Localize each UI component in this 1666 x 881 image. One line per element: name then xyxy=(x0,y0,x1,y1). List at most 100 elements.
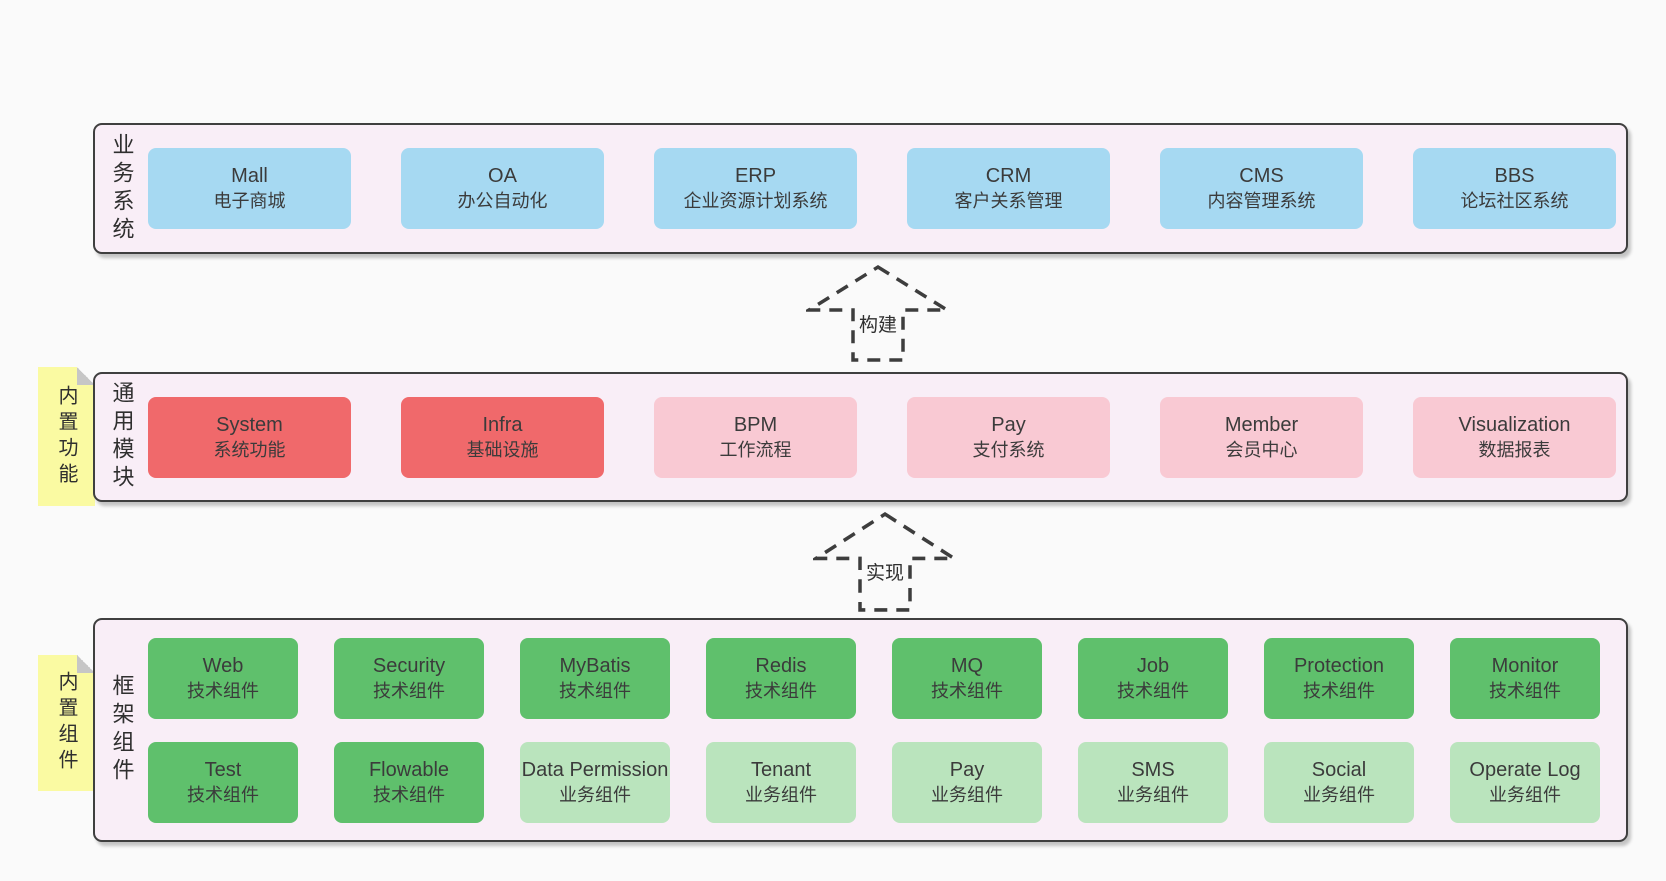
box-title: Infra xyxy=(482,413,523,436)
component-box-oa: OA 办公自动化 xyxy=(401,148,604,229)
box-subtitle: 系统功能 xyxy=(213,439,286,460)
component-box-job: Job 技术组件 xyxy=(1078,637,1228,719)
component-box-pay: Pay 业务组件 xyxy=(892,741,1042,823)
box-title: System xyxy=(216,413,283,436)
box-title: ERP xyxy=(734,165,777,187)
box-subtitle: 数据报表 xyxy=(1478,439,1551,460)
box-subtitle: 业务组件 xyxy=(745,784,817,805)
arrow-build-label: 构建 xyxy=(855,309,901,337)
sticky-note-builtin-components: 内置组件 xyxy=(38,655,95,791)
box-subtitle: 业务组件 xyxy=(931,784,1003,805)
component-box-web: Web 技术组件 xyxy=(148,637,298,719)
box-title: BPM xyxy=(733,413,778,436)
component-box-system: System 系统功能 xyxy=(148,396,351,478)
component-box-erp: ERP 企业资源计划系统 xyxy=(654,148,857,229)
arrow-implement-label: 实现 xyxy=(862,557,908,585)
sticky-note-text: 内置功能 xyxy=(55,384,77,489)
box-subtitle: 技术组件 xyxy=(373,784,445,805)
box-title: Test xyxy=(204,758,242,781)
box-title: Redis xyxy=(755,654,807,677)
box-subtitle: 技术组件 xyxy=(931,680,1003,701)
box-subtitle: 技术组件 xyxy=(559,680,631,701)
box-title: Monitor xyxy=(1491,654,1559,677)
box-title: Member xyxy=(1224,413,1299,436)
box-subtitle: 业务组件 xyxy=(1117,784,1189,805)
box-title: Pay xyxy=(949,758,985,781)
arrow-implement: 实现 xyxy=(813,511,957,613)
sticky-note-text: 内置组件 xyxy=(55,671,77,775)
box-row: System 系统功能 Infra 基础设施 BPM 工作流程 Pay 支付系统 Member 会… xyxy=(148,396,1616,478)
component-box-member: Member 会员中心 xyxy=(1160,396,1363,478)
component-box-test: Test 技术组件 xyxy=(148,741,298,823)
box-title: Security xyxy=(372,654,446,677)
box-title: SMS xyxy=(1131,758,1175,781)
box-title: Job xyxy=(1136,654,1170,677)
box-subtitle: 技术组件 xyxy=(187,680,259,701)
box-subtitle: 论坛社区系统 xyxy=(1460,191,1569,211)
box-subtitle: 客户关系管理 xyxy=(954,191,1063,211)
component-box-infra: Infra 基础设施 xyxy=(401,396,604,478)
component-box-social: Social 业务组件 xyxy=(1264,741,1414,823)
box-subtitle: 办公自动化 xyxy=(457,191,548,211)
box-title: Operate Log xyxy=(1469,758,1581,781)
box-subtitle: 企业资源计划系统 xyxy=(683,191,828,211)
component-box-mq: MQ 技术组件 xyxy=(892,637,1042,719)
layer-label-business: 业务系统 xyxy=(95,125,148,252)
box-title: MyBatis xyxy=(559,654,631,677)
layer-label-components: 框架组件 xyxy=(95,620,148,840)
box-subtitle: 技术组件 xyxy=(1303,680,1375,701)
layer-common-modules: 通用模块 System 系统功能 Infra 基础设施 BPM 工作流程 Pay 支付系统 Me… xyxy=(93,372,1628,502)
box-subtitle: 内容管理系统 xyxy=(1207,191,1316,211)
component-box-redis: Redis 技术组件 xyxy=(706,637,856,719)
component-box-sms: SMS 业务组件 xyxy=(1078,741,1228,823)
component-box-bpm: BPM 工作流程 xyxy=(654,396,857,478)
box-subtitle: 电子商城 xyxy=(213,191,286,211)
component-box-mall: Mall 电子商城 xyxy=(148,148,351,229)
arrow-build: 构建 xyxy=(806,264,950,363)
box-title: Flowable xyxy=(368,758,450,781)
box-title: Data Permission xyxy=(521,758,669,781)
box-title: BBS xyxy=(1494,165,1535,187)
box-subtitle: 技术组件 xyxy=(1489,680,1561,701)
box-subtitle: 技术组件 xyxy=(373,680,445,701)
box-subtitle: 技术组件 xyxy=(187,784,259,805)
component-box-mybatis: MyBatis 技术组件 xyxy=(520,637,670,719)
box-title: Visualization xyxy=(1458,413,1571,436)
box-subtitle: 技术组件 xyxy=(745,680,817,701)
box-subtitle: 工作流程 xyxy=(719,439,792,460)
sticky-note-builtin-functions: 内置功能 xyxy=(38,367,95,506)
box-subtitle: 业务组件 xyxy=(1489,784,1561,805)
box-title: CMS xyxy=(1239,165,1284,187)
component-box-visualization: Visualization 数据报表 xyxy=(1413,396,1616,478)
box-title: Social xyxy=(1311,758,1367,781)
component-box-cms: CMS 内容管理系统 xyxy=(1160,148,1363,229)
layer-label-text: 框架组件 xyxy=(109,674,135,786)
component-box-flowable: Flowable 技术组件 xyxy=(334,741,484,823)
box-subtitle: 会员中心 xyxy=(1225,439,1298,460)
component-box-operate-log: Operate Log 业务组件 xyxy=(1450,741,1600,823)
component-box-security: Security 技术组件 xyxy=(334,637,484,719)
box-title: Mall xyxy=(231,165,268,187)
box-subtitle: 基础设施 xyxy=(466,439,539,460)
box-title: OA xyxy=(488,165,517,187)
layer-modules-boxes: System 系统功能 Infra 基础设施 BPM 工作流程 Pay 支付系统 Member 会… xyxy=(148,374,1616,500)
box-title: MQ xyxy=(950,654,984,677)
box-title: Web xyxy=(202,654,244,677)
layer-label-text: 业务系统 xyxy=(109,132,135,245)
layer-label-modules: 通用模块 xyxy=(95,374,148,500)
box-subtitle: 支付系统 xyxy=(972,439,1045,460)
box-title: Pay xyxy=(991,413,1026,436)
box-subtitle: 技术组件 xyxy=(1117,680,1189,701)
box-subtitle: 业务组件 xyxy=(1303,784,1375,805)
